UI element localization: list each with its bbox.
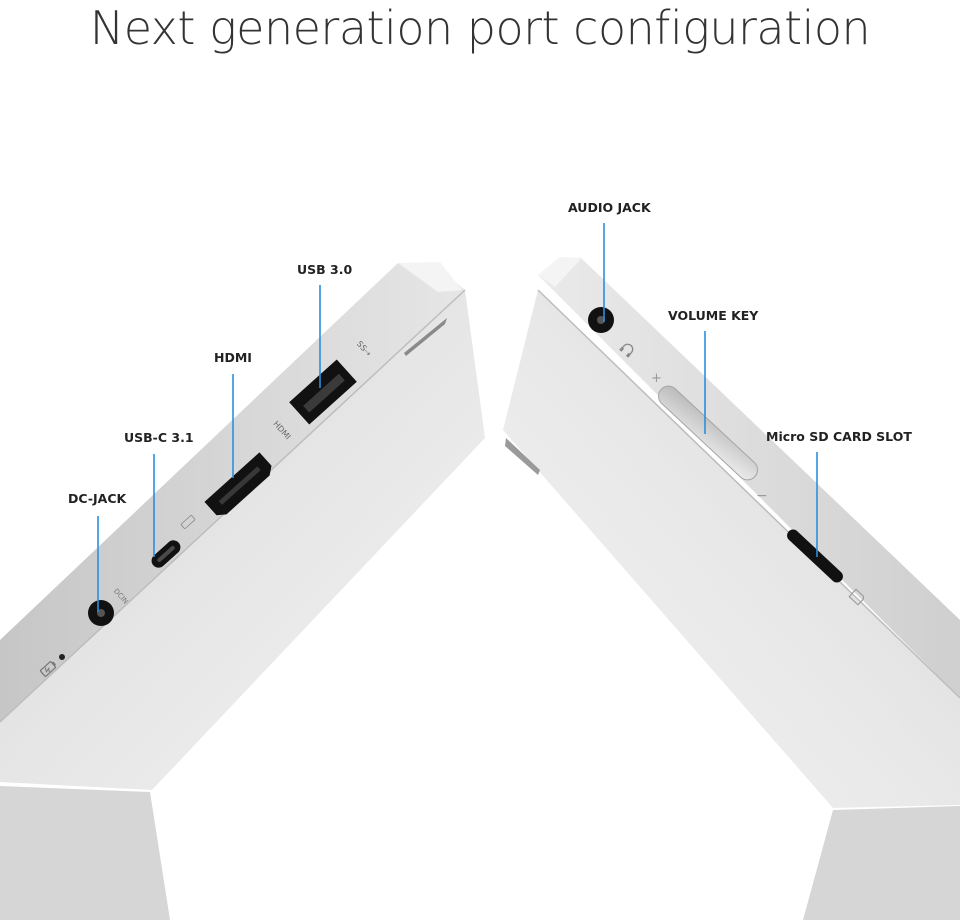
battery-icon — [39, 661, 57, 677]
right-device: + − — [503, 257, 960, 920]
audio-jack-label: AUDIO JACK — [568, 200, 651, 215]
right-device-vent — [505, 438, 540, 475]
right-device-stand — [803, 806, 960, 920]
minus-icon: − — [756, 488, 768, 504]
page-title: Next generation port configuration — [89, 1, 871, 55]
right-device-front-face — [503, 290, 960, 808]
left-device-vent — [404, 318, 447, 356]
left-device: DCIN HDMI SS⇢ — [0, 262, 485, 920]
power-led — [59, 654, 65, 660]
left-device-front-face — [0, 290, 485, 790]
sd-card-icon — [848, 588, 864, 606]
micro-sd-label: Micro SD CARD SLOT — [766, 429, 912, 444]
right-device-top-corner — [538, 257, 582, 287]
volume-key-label: VOLUME KEY — [668, 308, 759, 323]
dc-jack-label: DC-JACK — [68, 491, 127, 506]
left-device-top-corner — [398, 262, 462, 292]
left-device-stand — [0, 786, 170, 920]
plus-icon: + — [651, 371, 662, 386]
callout-lines — [97, 223, 818, 612]
headphone-icon — [619, 343, 634, 358]
hdmi-label: HDMI — [214, 350, 252, 365]
usb-c-label: USB-C 3.1 — [124, 430, 194, 445]
volume-key — [658, 385, 758, 481]
usb3-label: USB 3.0 — [297, 262, 353, 277]
usb-c-marking-icon — [180, 515, 196, 529]
micro-sd-slot — [787, 529, 843, 583]
